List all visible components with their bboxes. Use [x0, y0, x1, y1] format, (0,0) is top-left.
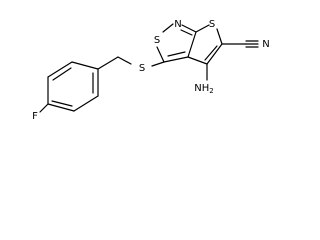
bond-ring-2	[71, 61, 99, 70]
bond-s-c5	[216, 28, 223, 45]
bond-c4-c3a	[187, 56, 208, 65]
amino-subscript: 2	[209, 87, 213, 95]
atom-s-ring-left: S	[154, 35, 160, 46]
bond-ch2-s	[117, 56, 132, 65]
bond-c7a-c3a	[187, 31, 197, 58]
bond-c3a-c3-double	[167, 51, 186, 57]
chemical-structure: N S S S N NH2 F	[32, 19, 270, 122]
atom-s-thioether: S	[139, 63, 145, 74]
atom-fluorine: F	[32, 111, 38, 122]
bond-c5-c4-double	[204, 45, 218, 61]
bond-c3a-c3	[163, 56, 189, 63]
atom-amino: NH2	[194, 83, 213, 95]
bond-n1-c7a	[181, 24, 197, 33]
atom-labels: N S S S N NH2 F	[32, 19, 270, 122]
bonds	[39, 23, 259, 113]
bond-ring-5	[47, 103, 75, 112]
atom-n-ring: N	[174, 19, 181, 30]
bond-ring-4	[73, 95, 99, 112]
atom-n-nitrile: N	[262, 39, 269, 50]
bond-s2-n1	[162, 23, 174, 33]
bond-s-c3	[151, 61, 165, 67]
bond-ring-inner-1	[52, 67, 72, 81]
amino-label: NH	[194, 83, 209, 94]
bond-c3-s2	[156, 46, 165, 63]
bond-c7a-s	[195, 24, 210, 33]
bond-ring-inner-3	[51, 100, 73, 107]
bond-c-f	[39, 103, 49, 113]
bond-ring-ch2	[97, 56, 119, 70]
atom-s-ring-top: S	[209, 19, 215, 30]
bond-c5-c4	[206, 43, 223, 65]
bond-n1-c7a-double	[180, 29, 193, 36]
bond-ring-1	[47, 61, 73, 78]
